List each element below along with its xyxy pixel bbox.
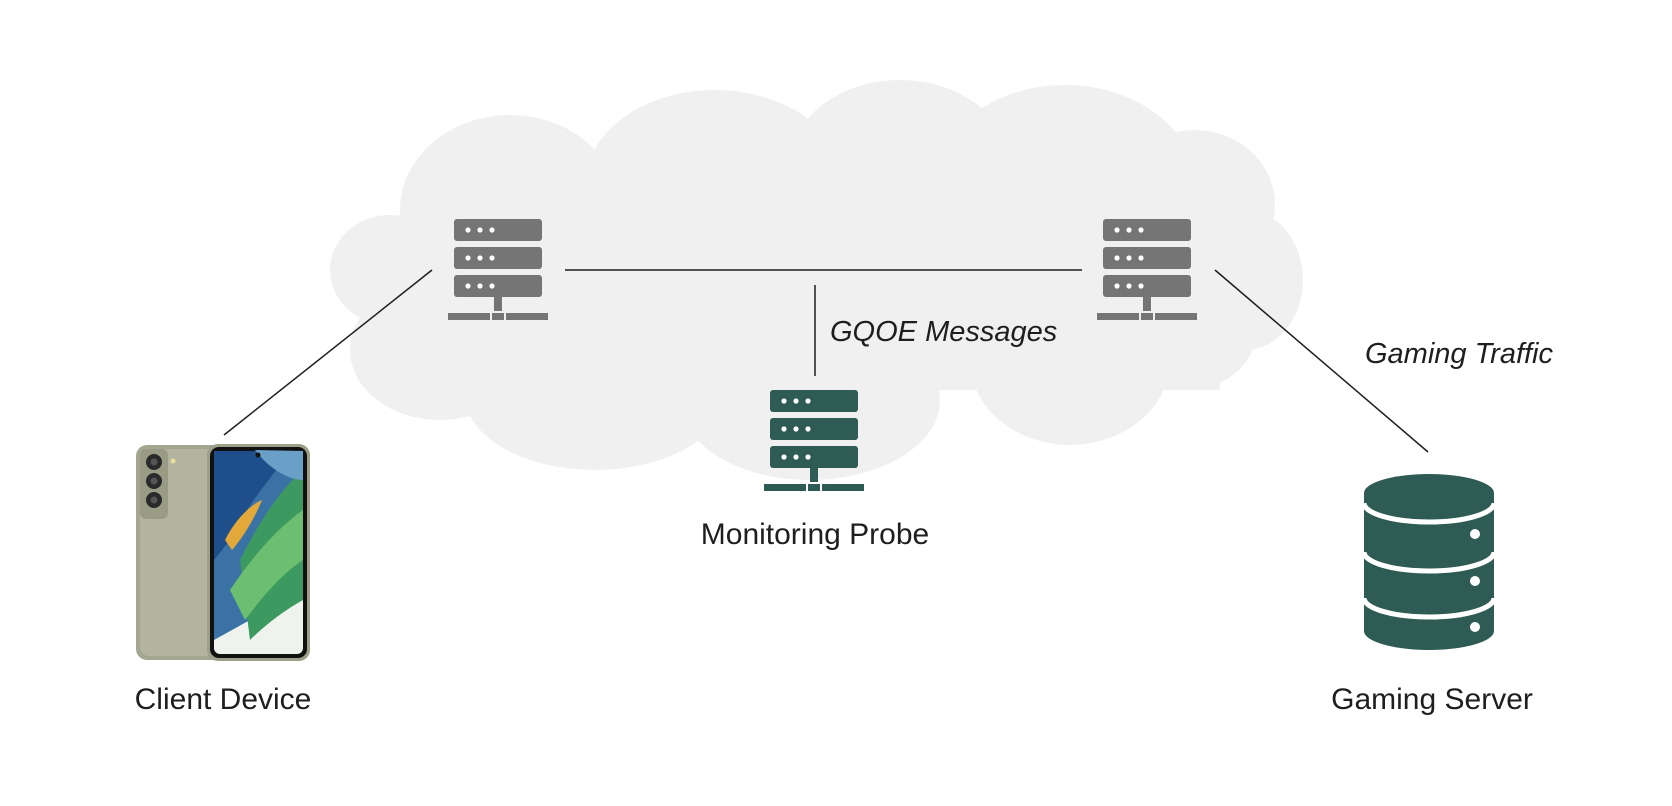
link-router-server [1214,269,1429,453]
client-device-label: Client Device [134,683,312,716]
monitoring-probe-label: Monitoring Probe [700,518,930,551]
gaming-traffic-label: Gaming Traffic [1365,338,1554,370]
smartphone-icon [136,444,310,661]
database-icon [1361,474,1497,650]
gaming-server-label: Gaming Server [1331,683,1533,716]
link-client-router [223,269,433,436]
gqoe-messages-label: GQOE Messages [830,316,1058,348]
